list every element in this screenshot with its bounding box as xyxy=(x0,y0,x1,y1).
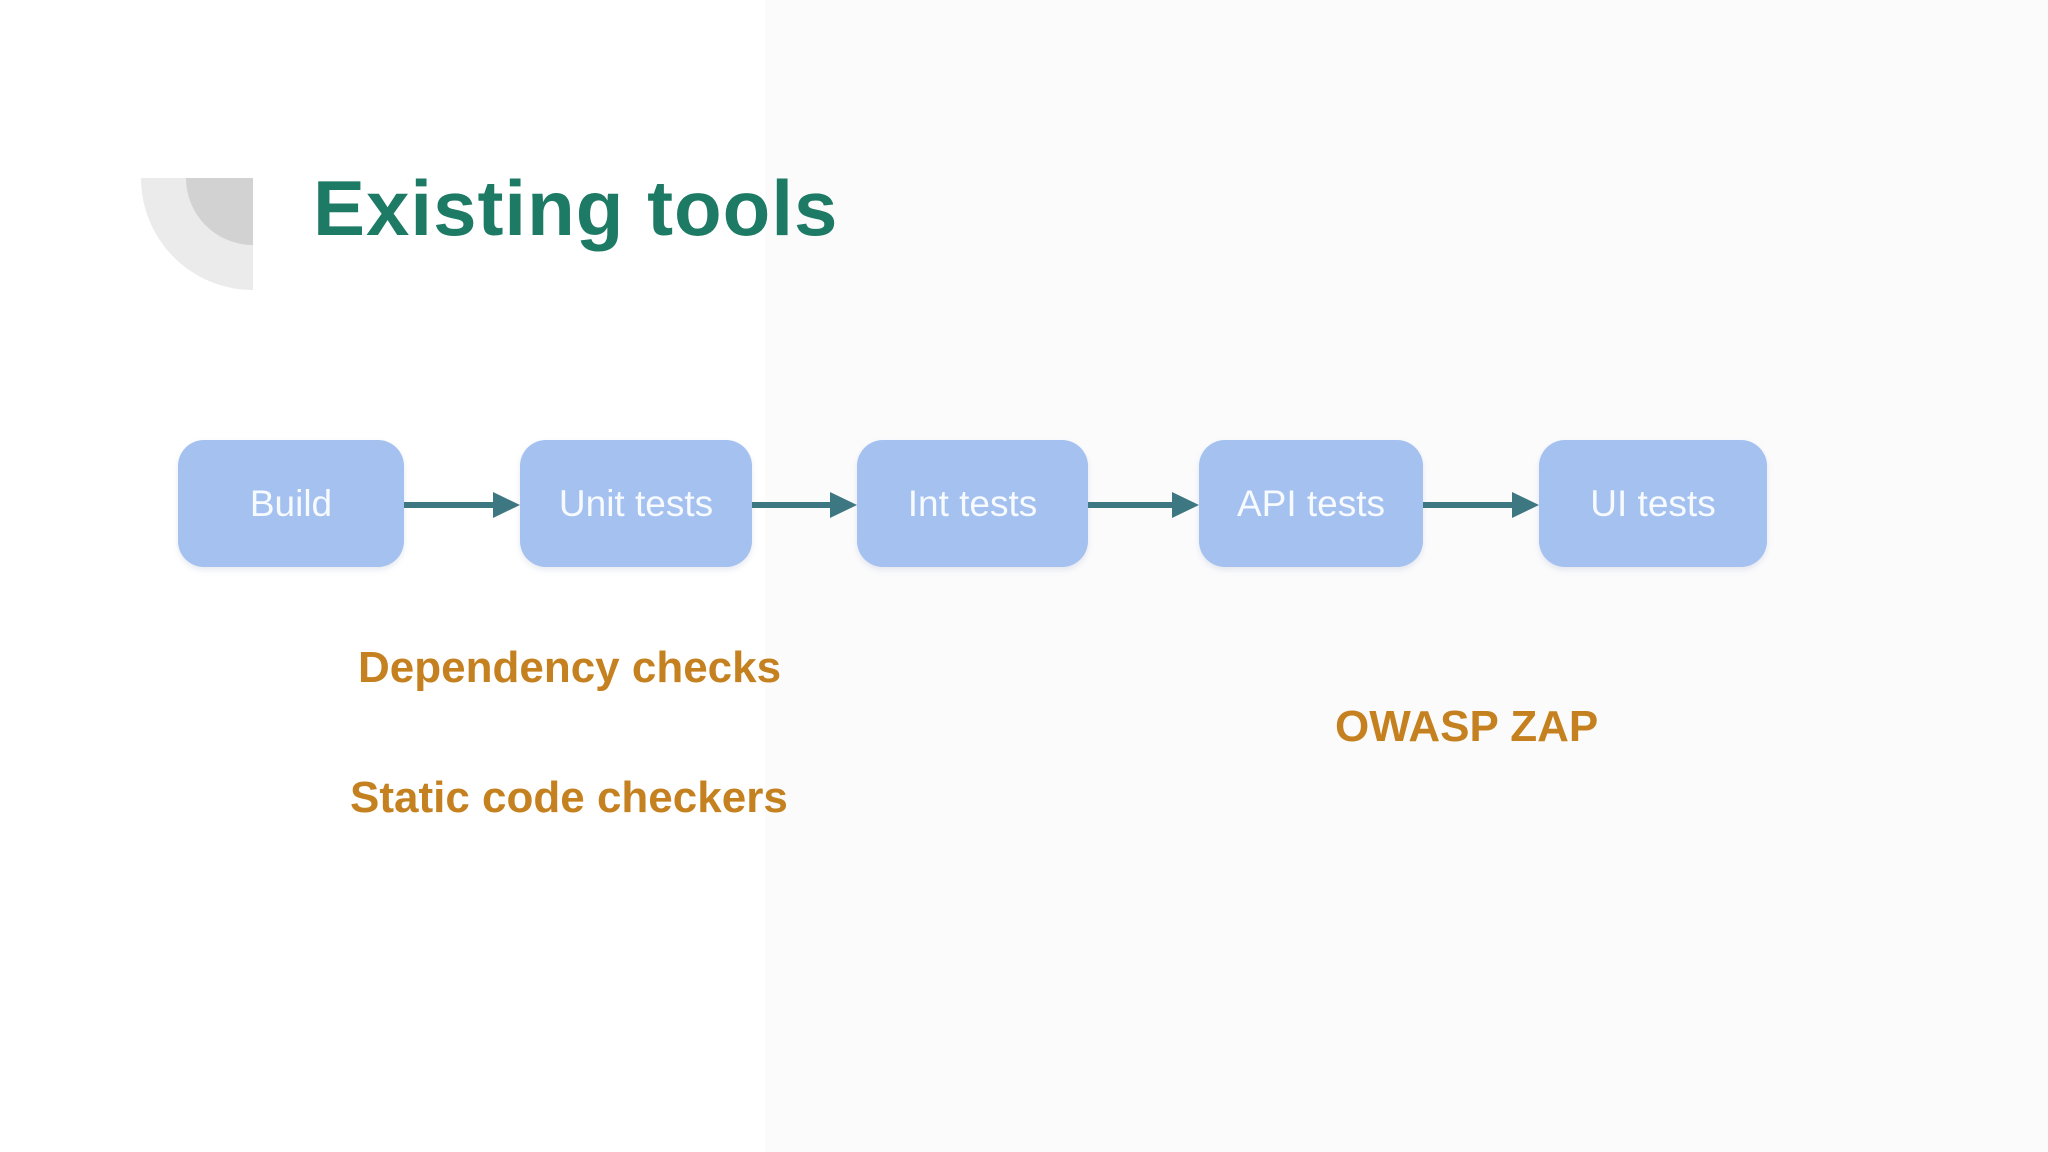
pipeline-step-api-tests: API tests xyxy=(1199,440,1423,567)
arrow-head-icon xyxy=(1512,492,1539,518)
annotation-dependency-checks: Dependency checks xyxy=(358,643,782,692)
corner-decoration xyxy=(141,178,253,290)
arrow-shaft xyxy=(752,502,835,508)
slide-title: Existing tools xyxy=(313,164,839,252)
pipeline-step-unit-tests: Unit tests xyxy=(520,440,752,567)
pipeline-step-ui-tests: UI tests xyxy=(1539,440,1767,567)
pipeline-step-int-tests: Int tests xyxy=(857,440,1088,567)
flow-arrow-4 xyxy=(1423,492,1539,518)
arrow-shaft xyxy=(1423,502,1517,508)
pipeline-step-build: Build xyxy=(178,440,404,567)
flow-arrow-1 xyxy=(404,492,520,518)
flow-arrow-3 xyxy=(1088,492,1199,518)
arrow-head-icon xyxy=(1172,492,1199,518)
arrow-head-icon xyxy=(830,492,857,518)
flow-arrow-2 xyxy=(752,492,857,518)
annotation-owasp-zap: OWASP ZAP xyxy=(1335,702,1599,751)
background-tint xyxy=(765,0,2048,1152)
arrow-shaft xyxy=(1088,502,1177,508)
arrow-shaft xyxy=(404,502,498,508)
arrow-head-icon xyxy=(493,492,520,518)
annotation-static-code-checkers: Static code checkers xyxy=(350,773,788,822)
